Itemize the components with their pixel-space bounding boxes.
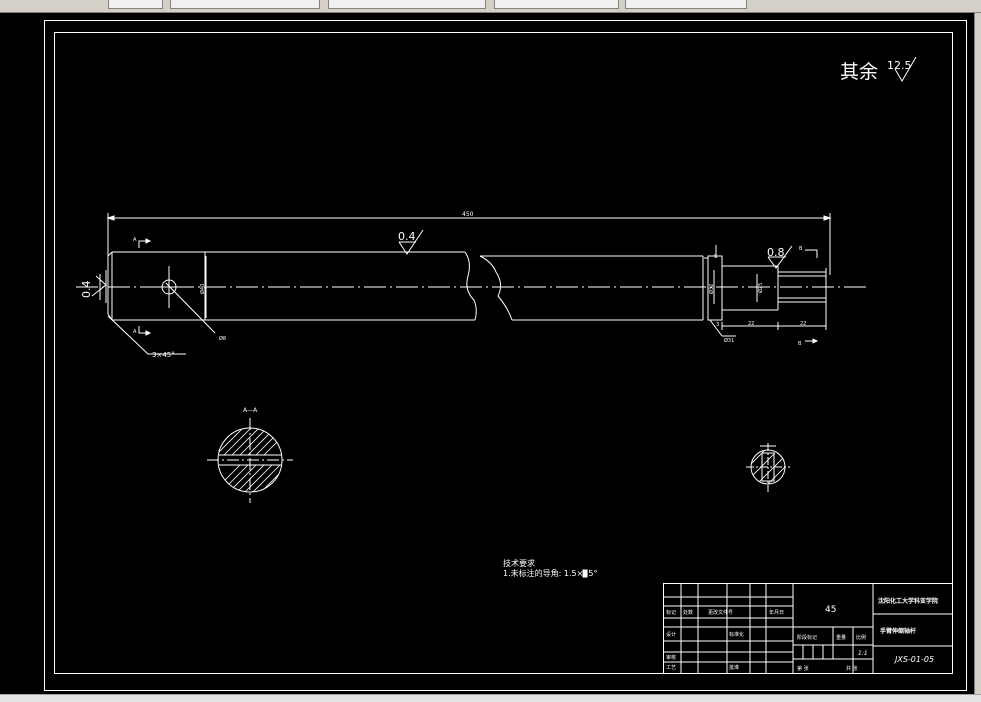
- col-design: 设计: [666, 631, 676, 638]
- scale-value: 1:1: [858, 650, 868, 657]
- overall-length-label: 450: [462, 211, 474, 218]
- section-a-top-label: A: [133, 237, 137, 243]
- tech-requirements-title: 技术要求: [503, 558, 535, 568]
- tab-layout-3[interactable]: [494, 0, 619, 9]
- roughness-left-label: 0.4: [80, 281, 93, 299]
- roughness-mid: [398, 229, 424, 255]
- roughness-value: 12.5: [887, 59, 912, 72]
- roughness-symbol-general: [894, 56, 917, 82]
- section-marker-b: [805, 249, 819, 344]
- section-a-bottom-label: A: [133, 329, 137, 335]
- col-weight: 重量: [836, 634, 846, 641]
- chamfer-leader: [107, 315, 149, 355]
- drawing-canvas[interactable]: 其余 12.5 450 0.4 0.8 0.4 3×45° Ø40 Ø8 Ø32…: [0, 13, 974, 694]
- tech-requirements-line: 1.未标注的导角: 1.5×45°: [503, 568, 597, 578]
- col-date: 年月日: [769, 609, 784, 616]
- drawing-number-label: JXS-01-05: [893, 655, 934, 664]
- inner-frame: [54, 32, 953, 674]
- col-process: 工艺: [666, 665, 676, 671]
- col-sheet-total: 共 张: [846, 665, 858, 672]
- outer-frame: [44, 20, 967, 691]
- section-view-b: [746, 443, 790, 492]
- horizontal-scrollbar[interactable]: [0, 694, 981, 702]
- tab-layout-2[interactable]: [328, 0, 486, 9]
- col-mark: 标记: [666, 609, 676, 616]
- roughness-right: [767, 245, 793, 269]
- shaft-outline: [107, 251, 827, 321]
- toolbar-icons[interactable]: [108, 0, 163, 9]
- col-count: 处数: [683, 609, 693, 616]
- vertical-scrollbar[interactable]: [974, 13, 981, 694]
- tab-layout-1[interactable]: [170, 0, 320, 9]
- section-b-top-label: B: [799, 246, 803, 252]
- col-approve: 批准: [729, 664, 739, 671]
- col-scale: 比例: [856, 634, 866, 641]
- roughness-mid-label: 0.4: [398, 230, 416, 243]
- school-label: 沈阳化工大学科亚学院: [878, 597, 938, 605]
- dia-main-label: Ø40: [199, 284, 206, 294]
- length-22a-label: 22: [748, 321, 754, 327]
- overall-length-dimension: [106, 213, 832, 275]
- length-22b-label: 22: [800, 321, 806, 327]
- dia-hole-label: Ø8: [219, 335, 226, 342]
- dia-end-label: Ø25: [757, 283, 764, 293]
- cross-hole: [150, 266, 216, 334]
- material-label: 45: [825, 605, 836, 615]
- section-b-bottom-label: B: [798, 341, 802, 347]
- col-doc: 更改文件号: [708, 609, 733, 616]
- section-view-a: [207, 418, 293, 503]
- col-review: 审核: [666, 654, 676, 661]
- tab-layout-4[interactable]: [625, 0, 747, 9]
- roughness-prefix: 其余: [840, 61, 878, 83]
- roughness-left: [91, 275, 107, 297]
- chamfer-label: 3×45°: [152, 351, 175, 359]
- col-stage: 阶段标记: [797, 634, 817, 641]
- section-marker-a: [138, 238, 152, 336]
- cad-drawing: 其余 12.5 450 0.4 0.8 0.4 3×45° Ø40 Ø8 Ø32…: [44, 20, 967, 691]
- dim-3-label: 3: [716, 322, 719, 328]
- text-cursor-mark: [582, 569, 588, 578]
- part-name-label: 手臂伸缩轴杆: [880, 627, 916, 635]
- dim-5-label: 5: [714, 254, 717, 260]
- roughness-right-label: 0.8: [767, 246, 785, 259]
- title-block: [663, 583, 953, 674]
- document-tab-bar: [0, 0, 981, 13]
- dia-fillet-label: Ø31: [724, 337, 734, 344]
- dia-step-label: Ø32: [708, 284, 715, 294]
- col-sheet-no: 第 张: [797, 665, 809, 672]
- section-a-title: A—A: [243, 407, 258, 414]
- col-std: 标准化: [729, 631, 744, 638]
